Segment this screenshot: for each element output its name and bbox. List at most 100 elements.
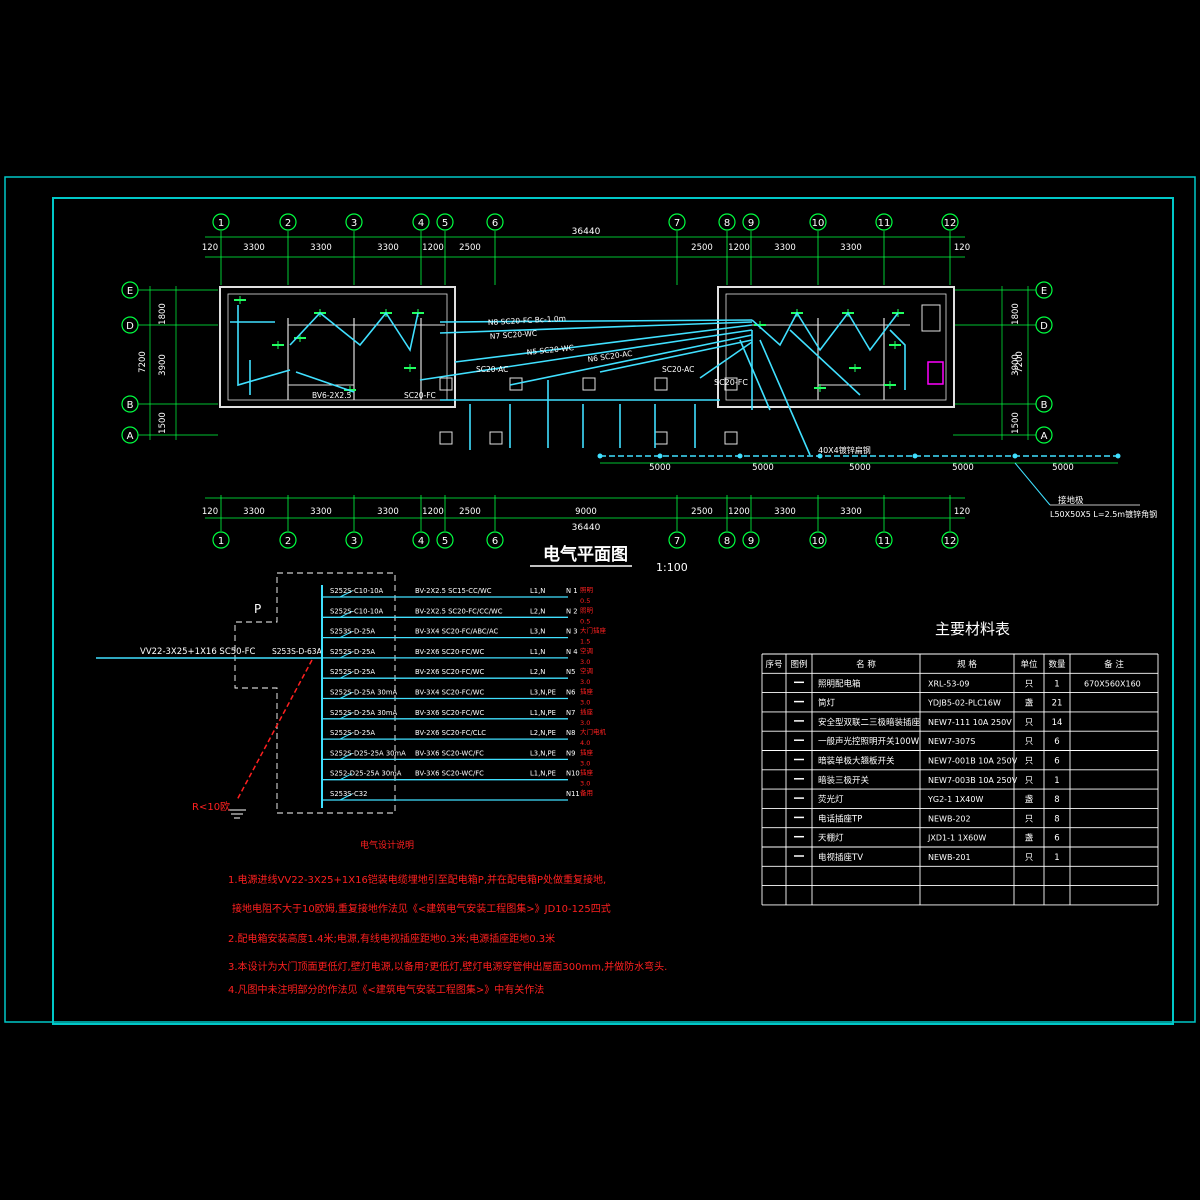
table-header: 图例 <box>790 659 807 670</box>
cable-label: BV-3X6 SC20-WC/FC <box>415 770 484 778</box>
breaker-label: S252S-C10-10A <box>330 587 384 595</box>
circuit-wire <box>599 339 753 373</box>
breaker-label: S252S-C10-10A <box>330 607 384 615</box>
cable-label: BV-2X2.5 SC20-FC/CC/WC <box>415 607 503 615</box>
dim-bottom: 3300 <box>310 507 332 517</box>
plan-scale: 1:100 <box>656 561 688 574</box>
breaker-symbol <box>339 590 353 598</box>
building-left-inner <box>227 293 448 401</box>
dim-bottom: 3300 <box>243 507 265 517</box>
axis-bubble-2 <box>279 531 297 549</box>
material-unit: 只 <box>1025 757 1034 767</box>
axis-label-8: 8 <box>724 218 730 229</box>
load-kw: 3.0 <box>580 719 590 727</box>
material-qty: 6 <box>1054 757 1059 767</box>
gate-column <box>489 431 503 445</box>
material-qty: 1 <box>1054 679 1059 689</box>
phase-label: L3,N,PE <box>530 749 556 757</box>
ground-electrode <box>1012 453 1018 459</box>
load-name: 插座 <box>580 687 594 696</box>
material-spec: NEW7-111 10A 250V <box>928 718 1012 727</box>
axis-bubble-9 <box>742 213 760 231</box>
material-spec: YDJB5-02-PLC16W <box>927 699 1001 708</box>
load-kw: 3.0 <box>580 678 590 686</box>
dim-bottom: 3300 <box>840 507 862 517</box>
gate-column <box>439 377 453 391</box>
dim-bottom: 120 <box>202 507 218 517</box>
circuit-wire <box>237 305 291 387</box>
circuit-name: N5 <box>566 668 575 676</box>
axis-label-8: 8 <box>724 536 730 547</box>
note-4: 4.凡图中未注明部分的作法见《<建筑电气安装工程图集>》中有关作法 <box>228 983 544 996</box>
axis-label-12: 12 <box>944 218 957 229</box>
dim-left-total: 7200 <box>138 351 148 373</box>
ground-note-2: L50X50X5 L=2.5m镀锌角钢 <box>1050 509 1157 519</box>
axis-bubble-8 <box>718 213 736 231</box>
dim-top: 3300 <box>310 243 332 253</box>
material-unit: 盏 <box>1025 698 1034 709</box>
material-name: 电话插座TP <box>818 813 862 824</box>
circuit-name: N7 <box>566 709 575 717</box>
ground-dim: 5000 <box>1052 463 1074 473</box>
axis-bubble-12 <box>941 531 959 549</box>
axis-label-3: 3 <box>351 536 357 547</box>
cable-label: BV-3X6 SC20-WC/FC <box>415 749 484 757</box>
material-name: 荧光灯 <box>818 794 844 805</box>
material-spec: XRL-53-09 <box>928 679 970 688</box>
note-2: 2.配电箱安装高度1.4米;电源,有线电视插座距地0.3米;电源插座距地0.3米 <box>228 932 555 945</box>
materials-title: 主要材料表 <box>935 620 1010 638</box>
ground-dim: 5000 <box>849 463 871 473</box>
breaker-symbol <box>339 712 353 720</box>
circuit-wire <box>509 334 753 386</box>
note-3: 3.本设计为大门顶面更低灯,壁灯电源,以备用?更低灯,壁灯电源穿管伸出屋面300… <box>228 960 667 973</box>
wire-label: SC20-FC <box>404 391 436 400</box>
load-name: 照明 <box>580 606 594 614</box>
circuit-name: N 1 <box>566 587 578 595</box>
material-name: 电视插座TV <box>818 852 863 863</box>
material-qty: 8 <box>1054 795 1059 805</box>
table-header: 规 格 <box>957 659 977 670</box>
dim-top: 3300 <box>243 243 265 253</box>
dim-top: 3300 <box>774 243 796 253</box>
breaker-label: S252S-D-25A 30mA <box>330 689 397 697</box>
phase-label: L1,N,PE <box>530 770 556 778</box>
phase-label: L2,N <box>530 668 545 676</box>
material-name: 天棚灯 <box>818 833 844 844</box>
phase-label: L1,N,PE <box>530 709 556 717</box>
material-qty: 8 <box>1054 814 1059 824</box>
axis-label-4: 4 <box>418 218 424 229</box>
load-name: 插座 <box>580 707 594 716</box>
axis-label-5: 5 <box>442 218 448 229</box>
breaker-symbol <box>339 610 353 618</box>
row-label-D: D <box>126 321 134 332</box>
phase-label: L2,N <box>530 607 545 615</box>
breaker-label: S253S-D-25A <box>330 628 375 636</box>
axis-label-10: 10 <box>812 218 825 229</box>
cable-label: BV-2X6 SC20-FC/WC <box>415 668 484 676</box>
breaker-label: S252S-D-25A <box>330 668 375 676</box>
circuit-wire <box>759 339 811 456</box>
row-label-A: A <box>127 431 134 442</box>
material-name: 暗装单极大翘板开关 <box>818 756 895 767</box>
dim-top: 120 <box>954 243 970 253</box>
axis-label-10: 10 <box>812 536 825 547</box>
dim-top: 2500 <box>691 243 713 253</box>
note-1b: 接地电阻不大于10欧姆,重复接地作法见《<建筑电气安装工程图集>》JD10-12… <box>232 902 611 915</box>
axis-label-4: 4 <box>418 536 424 547</box>
phase-label: L2,N,PE <box>530 729 556 737</box>
axis-bubble-10 <box>809 531 827 549</box>
dim-total-top: 36440 <box>572 227 601 237</box>
cable-label: BV-2X6 SC20-FC/CLC <box>415 729 486 737</box>
incoming-label: VV22-3X25+1X16 SC50-FC <box>140 647 256 657</box>
circuit-name: N 2 <box>566 607 578 615</box>
axis-bubble-5 <box>436 531 454 549</box>
axis-label-6: 6 <box>492 536 498 547</box>
axis-label-6: 6 <box>492 218 498 229</box>
dim-top: 3300 <box>840 243 862 253</box>
axis-label-5: 5 <box>442 536 448 547</box>
gate-column <box>439 431 453 445</box>
dim-left-3: 1500 <box>158 412 168 434</box>
circuit-name: N10 <box>566 770 580 778</box>
row-label-A: A <box>1041 431 1048 442</box>
